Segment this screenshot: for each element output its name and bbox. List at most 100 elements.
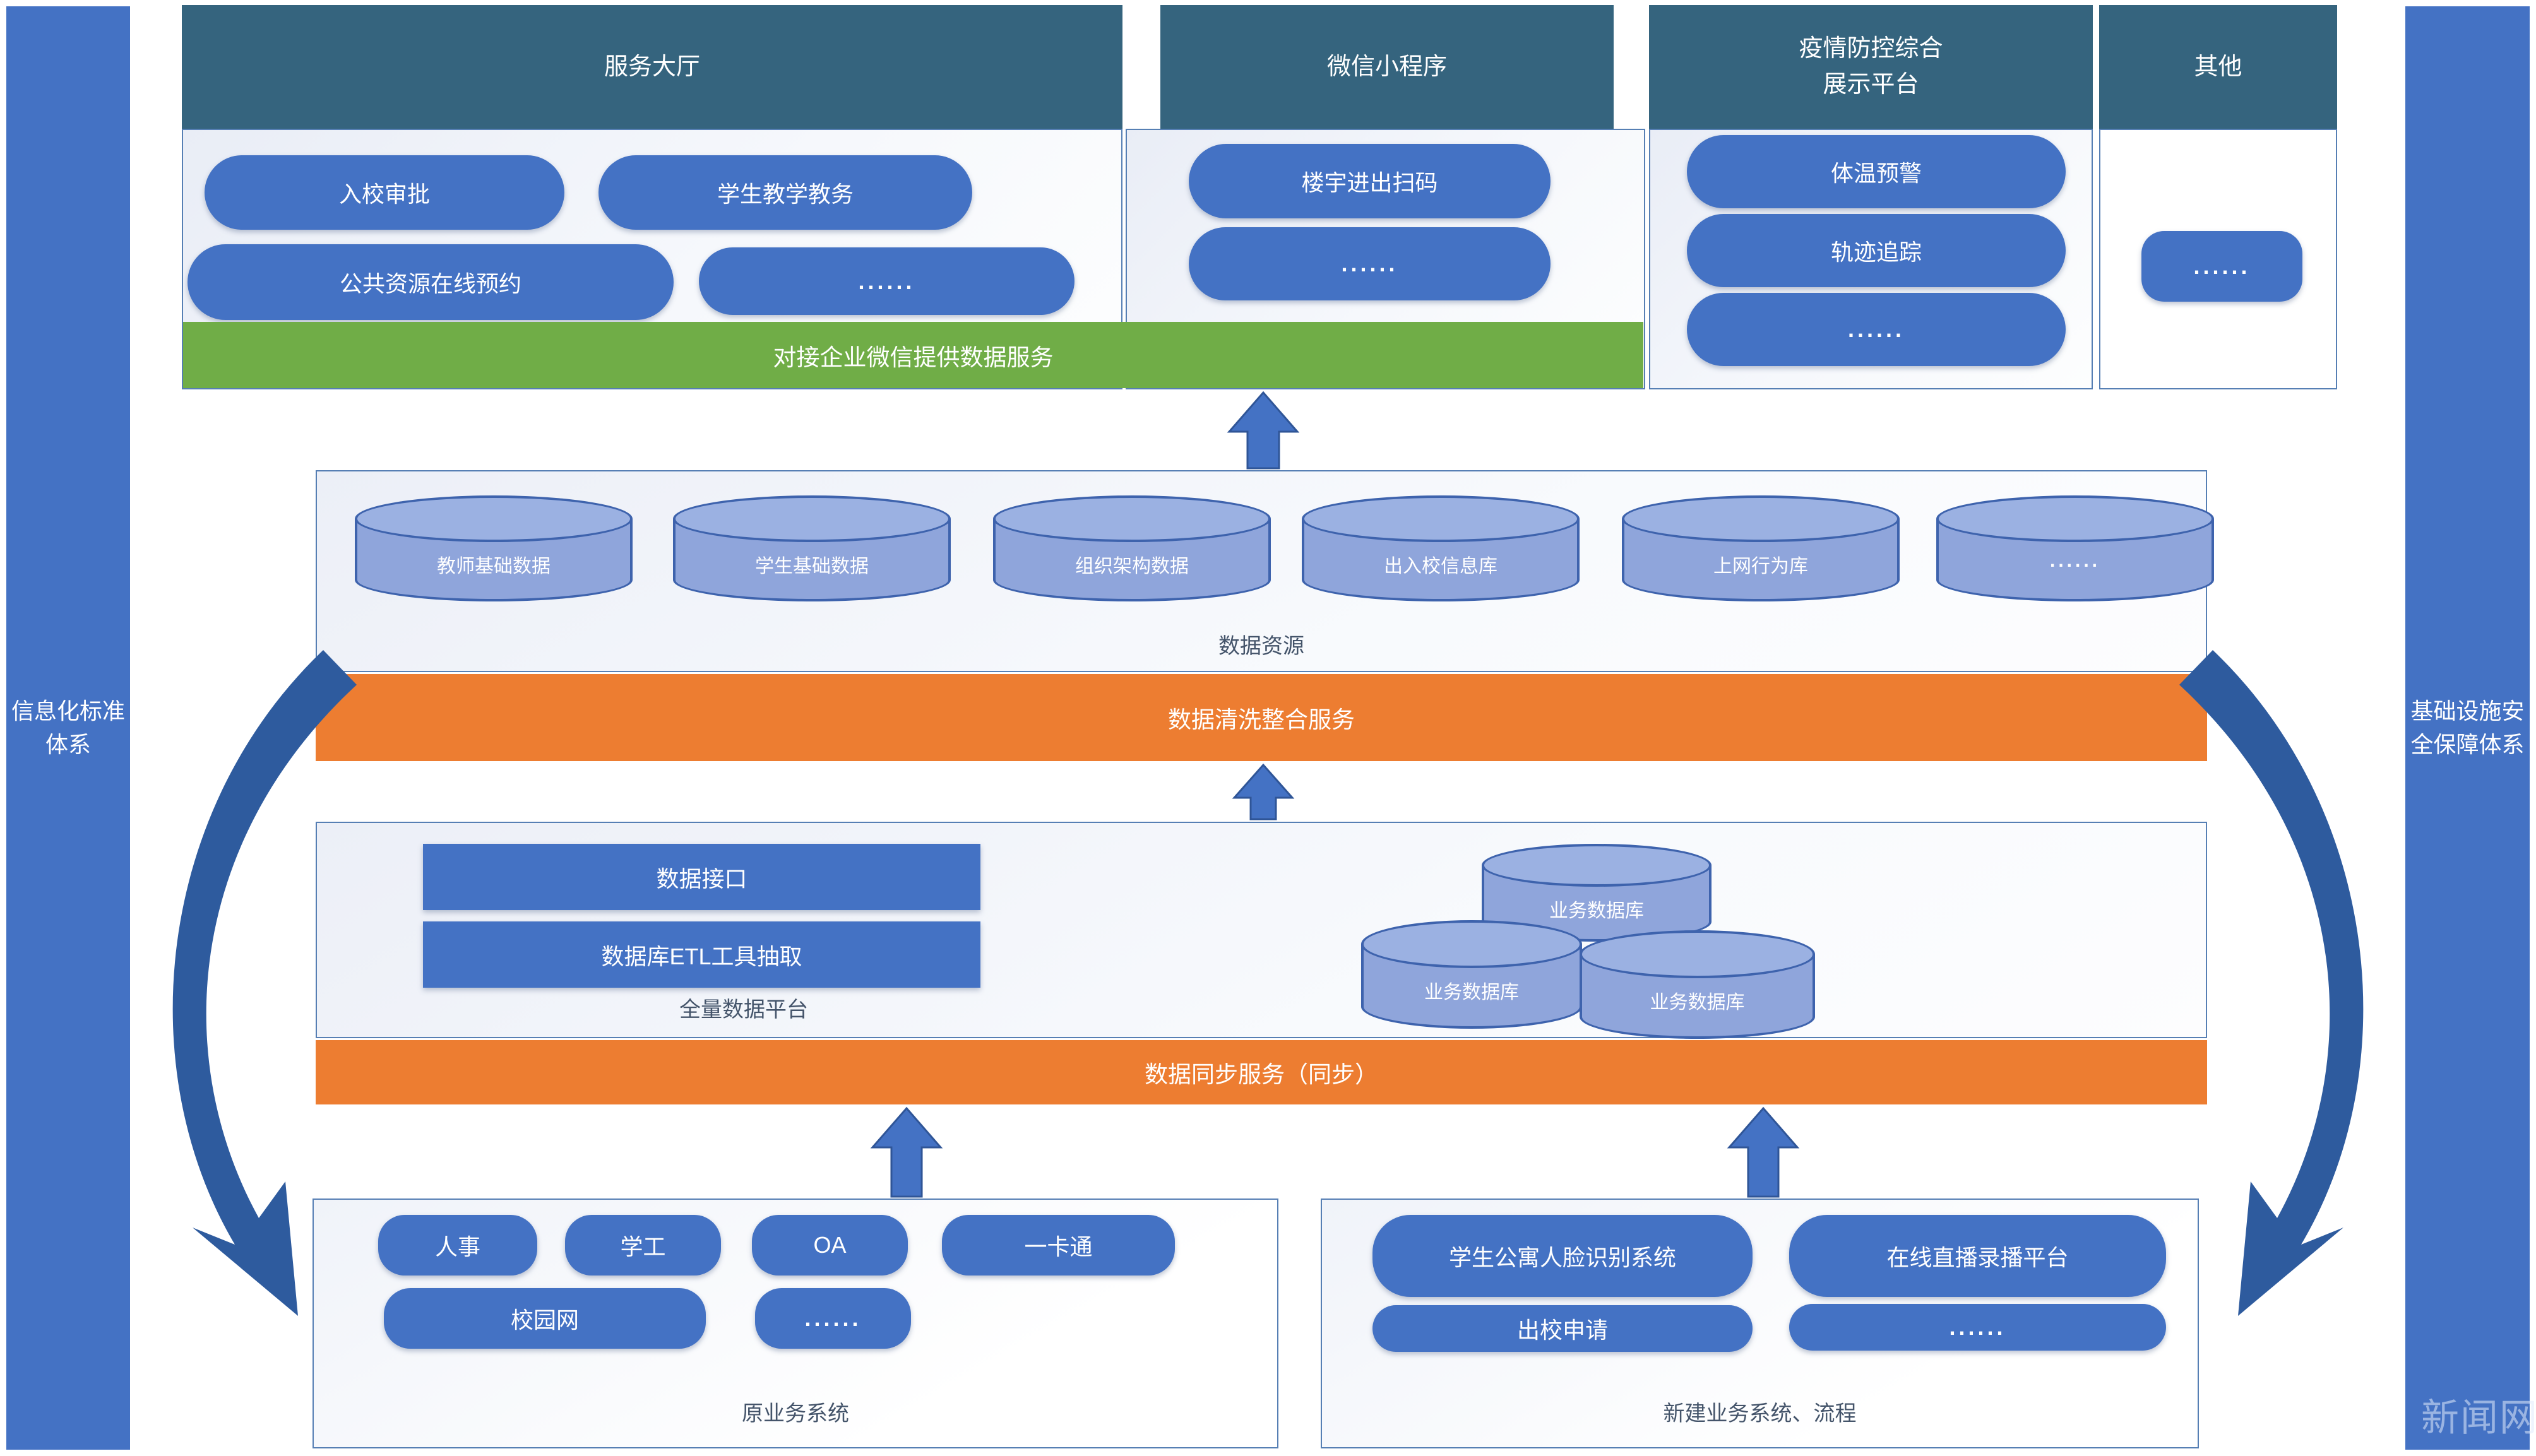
node-epidemic-more: ...... (1687, 293, 2066, 366)
cylinder-label: 业务数据库 (1650, 992, 1745, 1014)
new-systems-label: 新建业务系统、流程 (1663, 1402, 1857, 1426)
node-label: 体温预警 (1830, 160, 1922, 186)
left-pillar-label: 信息化标准体系 (11, 698, 125, 757)
up-arrow-to-clean-bar (1232, 763, 1295, 820)
node-etl-extract: 数据库ETL工具抽取 (423, 921, 980, 988)
cylinder-business-db-2: 业务数据库 (1361, 920, 1582, 1029)
node-label: 学工 (620, 1234, 666, 1260)
node-building-scan: 楼宇进出扫码 (1189, 144, 1551, 218)
node-label: 轨迹追踪 (1830, 239, 1922, 265)
node-label: 数据接口 (656, 865, 747, 892)
panel-new-systems: 学生公寓人脸识别系统 在线直播录播平台 出校申请 ...... 新建业务系统、流… (1321, 1199, 2199, 1448)
up-arrow-to-green-bar (1227, 391, 1300, 470)
node-label: 数据库ETL工具抽取 (601, 943, 802, 969)
node-public-resource-booking: 公共资源在线预约 (188, 244, 674, 320)
clean-bar-label: 数据清洗整合服务 (1168, 707, 1355, 733)
cylinder-top (673, 495, 951, 542)
node-label: ...... (1949, 1314, 2006, 1340)
header-service-hall-title: 服务大厅 (604, 53, 700, 80)
cylinder-top (1482, 844, 1712, 887)
cylinder-label: 出入校信息库 (1384, 556, 1497, 577)
node-trajectory-tracking: 轨迹追踪 (1687, 214, 2066, 287)
header-epidemic-platform: 疫情防控综合 展示平台 (1649, 5, 2093, 129)
cylinder-internet-behavior-db: 上网行为库 (1622, 495, 1900, 601)
node-label: 学生教学教务 (717, 181, 854, 207)
node-label: 公共资源在线预约 (339, 271, 521, 297)
cylinder-label: 上网行为库 (1713, 556, 1808, 577)
header-service-hall: 服务大厅 (182, 5, 1122, 129)
node-label: 楼宇进出扫码 (1301, 170, 1438, 196)
node-service-more: ...... (699, 247, 1075, 315)
node-label: 人事 (434, 1234, 480, 1260)
node-label: 入校审批 (338, 181, 430, 207)
cylinder-top (1302, 495, 1580, 542)
node-student-teaching: 学生教学教务 (598, 155, 972, 230)
cylinder-label: 业务数据库 (1549, 900, 1644, 921)
panel-epidemic-platform: 体温预警 轨迹追踪 ...... (1649, 129, 2093, 389)
watermark: 新闻网 (2421, 1396, 2536, 1440)
node-legacy-more: ...... (755, 1288, 911, 1349)
node-new-more: ...... (1789, 1304, 2166, 1351)
cylinder-business-db-3: 业务数据库 (1580, 930, 1815, 1039)
cylinder-label: 业务数据库 (1424, 982, 1519, 1003)
right-pillar: 基础设施安全保障体系 新闻网 (2405, 6, 2536, 1450)
node-label: 出校申请 (1516, 1317, 1608, 1343)
sync-bar-label: 数据同步服务（同步） (1145, 1062, 1378, 1087)
header-wechat-title: 微信小程序 (1326, 53, 1447, 80)
node-label: ...... (1341, 251, 1398, 276)
node-one-card: 一卡通 (942, 1215, 1175, 1275)
node-dorm-face-recognition: 学生公寓人脸识别系统 (1372, 1215, 1753, 1297)
cylinder-org-data: 组织架构数据 (993, 495, 1271, 601)
panel-service-hall: 入校审批 学生教学教务 公共资源在线预约 ...... (182, 129, 1122, 389)
data-resource-label: 数据资源 (1218, 634, 1304, 658)
node-label: ...... (858, 268, 915, 294)
node-entry-approval: 入校审批 (205, 155, 564, 230)
enterprise-wechat-bar-label: 对接企业微信提供数据服务 (773, 344, 1054, 370)
cylinder-top (1936, 495, 2214, 542)
up-arrow-from-newsys (1727, 1106, 1800, 1198)
node-live-broadcast: 在线直播录播平台 (1789, 1215, 2166, 1297)
cylinder-teacher-data: 教师基础数据 (355, 495, 633, 601)
clean-bar: 数据清洗整合服务 (316, 674, 2207, 761)
node-exit-application: 出校申请 (1372, 1305, 1753, 1352)
panel-other: ...... (2099, 129, 2337, 389)
cylinder-entry-exit-db: 出入校信息库 (1302, 495, 1580, 601)
header-epidemic-title: 疫情防控综合 展示平台 (1799, 35, 1943, 98)
cylinder-label: 教师基础数据 (437, 556, 551, 577)
panel-full-data-platform: 数据接口 数据库ETL工具抽取 业务数据库 业务数据库 业务数据库 全量数据平台 (316, 822, 2207, 1039)
node-label: 一卡通 (1024, 1234, 1093, 1260)
legacy-label: 原业务系统 (742, 1402, 849, 1426)
panel-legacy-systems: 人事 学工 OA 一卡通 校园网 ...... 原业务系统 (313, 1199, 1278, 1448)
enterprise-wechat-bar: 对接企业微信提供数据服务 (183, 322, 1643, 388)
node-label: ...... (1847, 316, 1905, 342)
node-label: 校园网 (510, 1307, 579, 1333)
cylinder-top (993, 495, 1271, 542)
left-pillar: 信息化标准体系 (6, 6, 130, 1450)
sync-bar: 数据同步服务（同步） (316, 1040, 2207, 1104)
cylinder-top (1622, 495, 1900, 542)
node-temperature-alert: 体温预警 (1687, 135, 2066, 208)
node-label: 学生公寓人脸识别系统 (1448, 1245, 1676, 1270)
cylinder-label: 学生基础数据 (755, 556, 869, 577)
node-hr: 人事 (378, 1215, 537, 1275)
node-label: ...... (2193, 253, 2251, 279)
header-wechat-miniprogram: 微信小程序 (1160, 5, 1614, 129)
cylinder-student-data: 学生基础数据 (673, 495, 951, 601)
cylinder-label: 组织架构数据 (1075, 556, 1189, 577)
up-arrow-from-legacy (870, 1106, 943, 1198)
cylinder-top (355, 495, 633, 542)
cylinder-top (1361, 920, 1582, 968)
node-label: OA (813, 1232, 847, 1258)
header-other: 其他 (2099, 5, 2337, 129)
cylinder-label: ...... (2049, 550, 2100, 572)
header-other-title: 其他 (2194, 53, 2242, 80)
node-label: 在线直播录播平台 (1886, 1245, 2069, 1270)
node-oa: OA (752, 1215, 908, 1275)
cylinder-top (1580, 930, 1815, 978)
node-other-more: ...... (2141, 231, 2302, 302)
panel-data-resource: 教师基础数据 学生基础数据 组织架构数据 出入校信息库 上网行为库 ......… (316, 470, 2214, 672)
node-wechat-more: ...... (1189, 227, 1551, 300)
right-pillar-label: 基础设施安全保障体系 (2410, 698, 2525, 757)
node-student-affairs: 学工 (565, 1215, 721, 1275)
